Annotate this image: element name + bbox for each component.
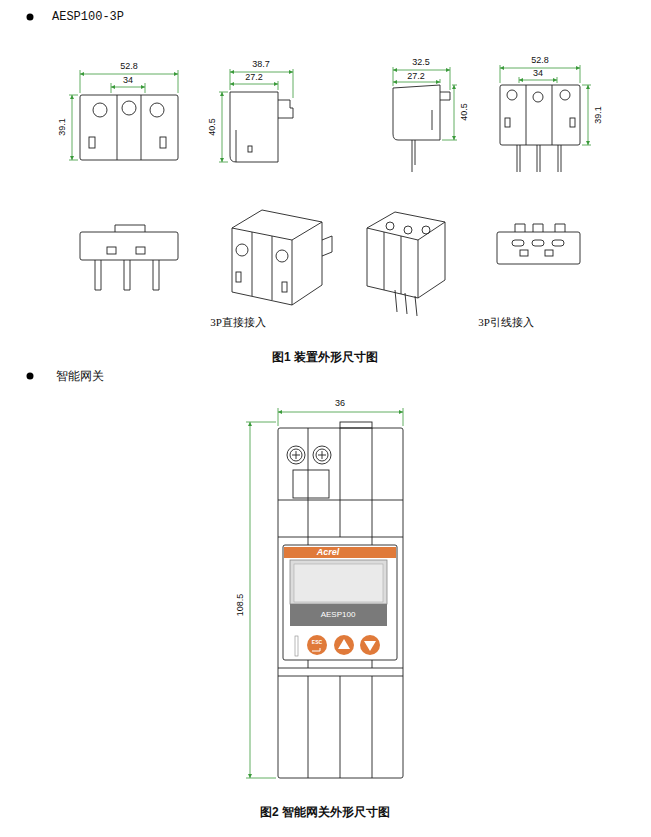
dimension: 39.1 [58, 118, 67, 136]
dimension: 52.8 [120, 62, 138, 71]
figure-caption: 图1 装置外形尺寸图 [272, 351, 378, 363]
dimension: 108.5 [236, 594, 245, 617]
model-label: AESP100 [321, 611, 356, 619]
dimension: 27.2 [245, 73, 263, 82]
view-caption: 3P引线接入 [478, 317, 534, 328]
dimension: 36 [335, 399, 345, 408]
button-label: ESC [312, 640, 322, 645]
dimension: 34 [533, 69, 543, 78]
dimension: 40.5 [208, 118, 217, 136]
view-caption: 3P直接接入 [210, 317, 266, 328]
dimension: 52.8 [531, 56, 549, 65]
dimension: 40.5 [460, 103, 469, 121]
figure-caption: 图2 智能网关外形尺寸图 [260, 806, 390, 818]
dimension: 38.7 [252, 60, 270, 69]
dimension: 34 [123, 76, 133, 85]
section-heading: AESP100-3P [52, 11, 124, 23]
dimension: 39.1 [594, 106, 603, 124]
dimension: 32.5 [412, 58, 430, 67]
section-heading: 智能网关 [56, 370, 104, 382]
brand-logo: Acrel [317, 548, 340, 557]
dimension: 27.2 [407, 72, 425, 81]
